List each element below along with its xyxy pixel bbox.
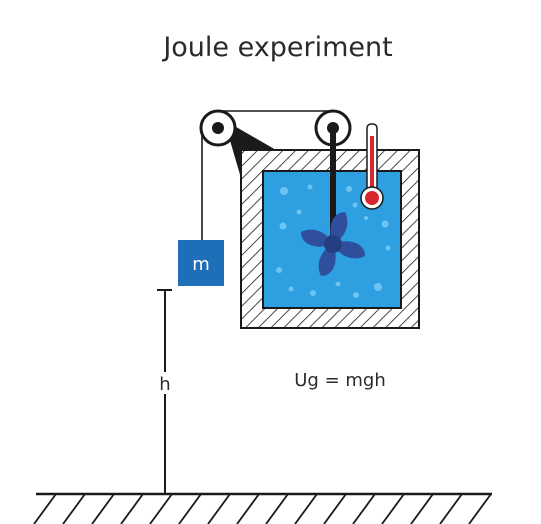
ground xyxy=(33,492,492,524)
energy-equation: Ug = mgh xyxy=(294,370,386,391)
ground-hatch-mark xyxy=(294,494,318,524)
ground-hatch-mark xyxy=(120,494,144,524)
ground-hatch-mark xyxy=(323,494,347,524)
height-indicator xyxy=(157,289,172,494)
title: Joule experiment xyxy=(161,32,392,63)
height-label: h xyxy=(159,374,170,395)
ground-hatch-mark xyxy=(178,494,202,524)
ground-hatch-mark xyxy=(468,494,492,524)
paddle-shaft xyxy=(330,128,336,248)
left-pulley xyxy=(199,109,237,147)
ground-hatch-mark xyxy=(62,494,86,524)
mass-block: m xyxy=(178,240,224,286)
ground-hatch-mark xyxy=(236,494,260,524)
thermometer-bulb xyxy=(365,191,379,205)
ground-hatch-mark xyxy=(381,494,405,524)
ground-hatch-mark xyxy=(91,494,115,524)
thermometer xyxy=(360,123,384,210)
ground-hatch-mark xyxy=(149,494,173,524)
paddle-wheel xyxy=(301,212,365,276)
ground-hatch-mark xyxy=(207,494,231,524)
pulley-bracket xyxy=(224,120,276,178)
ground-hatch-mark xyxy=(265,494,289,524)
pulley-rope xyxy=(201,110,333,240)
ground-hatch-mark xyxy=(33,494,57,524)
ground-hatch-mark xyxy=(352,494,376,524)
mass-label: m xyxy=(192,254,210,275)
water-bubbles xyxy=(276,184,391,298)
ground-hatch-mark xyxy=(439,494,463,524)
ground-hatch-mark xyxy=(410,494,434,524)
